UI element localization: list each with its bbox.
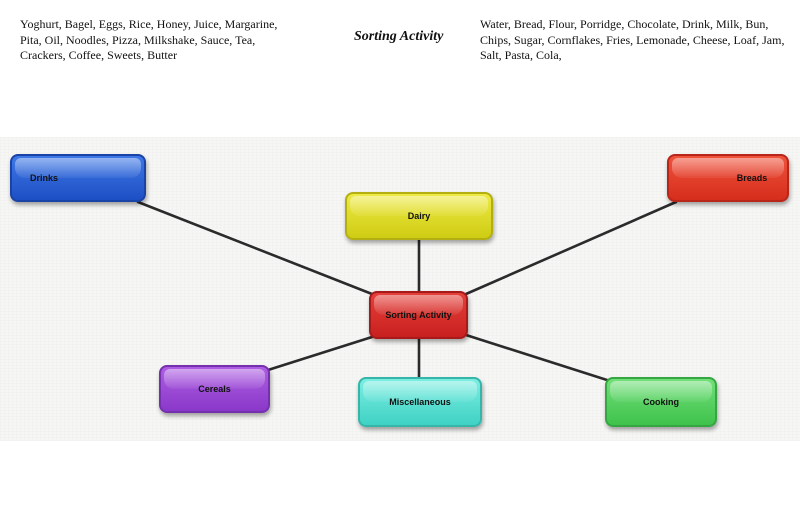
word-list-right: Water, Bread, Flour, Porridge, Chocolate… xyxy=(480,17,784,64)
word-list-line: Pita, Oil, Noodles, Pizza, Milkshake, Sa… xyxy=(20,32,256,47)
node-label: Cereals xyxy=(198,384,231,394)
word-list-line: Chips, Sugar, Cornflakes, Fries, Lemonad… xyxy=(480,32,785,47)
node-cereals[interactable]: Cereals xyxy=(159,365,270,413)
node-miscellaneous[interactable]: Miscellaneous xyxy=(358,377,482,427)
node-center-sorting-activity[interactable]: Sorting Activity xyxy=(369,291,468,339)
node-label: Breads xyxy=(736,173,768,183)
word-list-left: Yoghurt, Bagel, Eggs, Rice, Honey, Juice… xyxy=(20,17,277,64)
node-breads[interactable]: Breads xyxy=(667,154,789,202)
node-label: Sorting Activity xyxy=(385,310,452,320)
word-list-line: Salt, Pasta, Cola, xyxy=(480,48,562,62)
node-label: Cooking xyxy=(643,397,679,407)
node-label: Drinks xyxy=(29,173,58,183)
word-list-line: Yoghurt, Bagel, Eggs, Rice, Honey, Juice… xyxy=(20,17,278,31)
word-list-line: Water, Bread, Flour, Porridge, Chocolate… xyxy=(480,17,769,31)
node-label: Dairy xyxy=(407,211,431,221)
node-dairy[interactable]: Dairy xyxy=(345,192,493,240)
node-drinks[interactable]: Drinks xyxy=(10,154,146,202)
node-cooking[interactable]: Cooking xyxy=(605,377,717,427)
node-label: Miscellaneous xyxy=(389,397,451,407)
word-list-line: Crackers, Coffee, Sweets, Butter xyxy=(20,48,178,62)
page-title: Sorting Activity xyxy=(354,29,444,44)
